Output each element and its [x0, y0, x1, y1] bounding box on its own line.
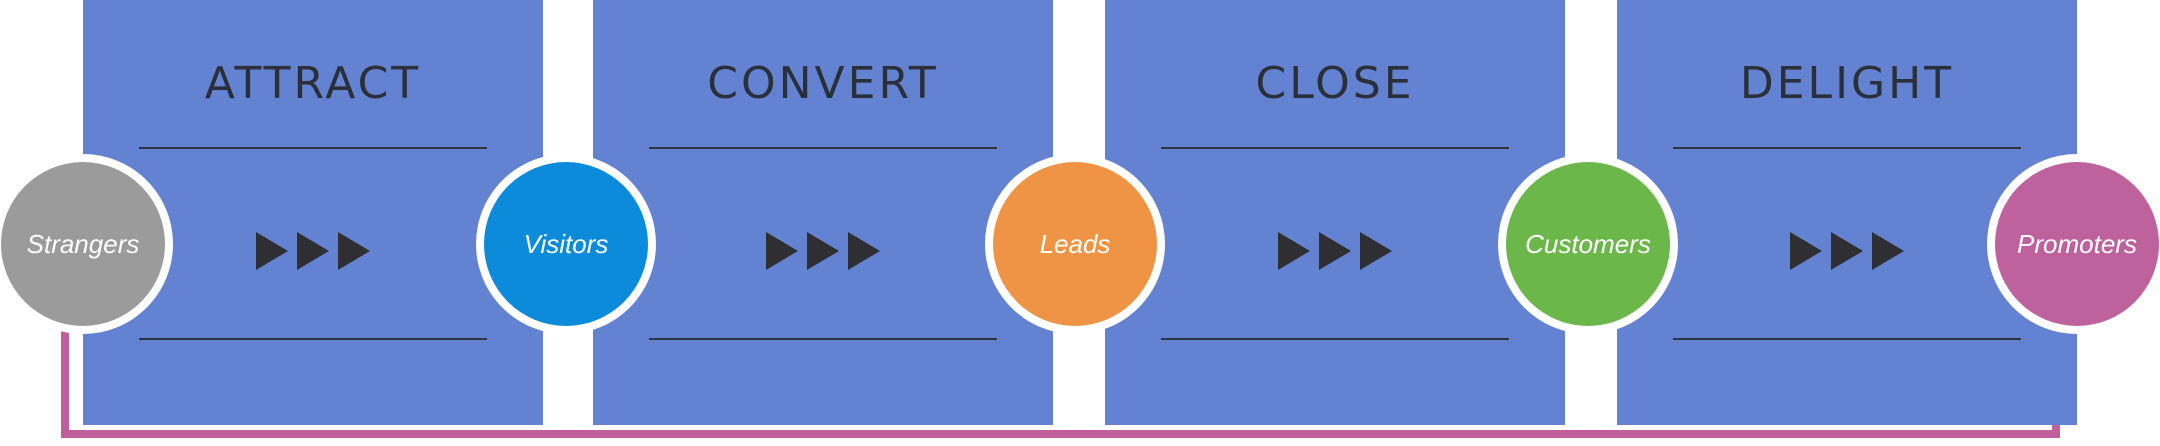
node-circle: Promoters	[1995, 162, 2159, 326]
triple-play-arrow-icon	[1105, 232, 1565, 272]
node-visitors: Visitors	[476, 154, 656, 334]
triple-play-arrow-icon	[1617, 232, 2077, 272]
stage-attract: ATTRACT	[83, 0, 543, 425]
divider-line	[649, 338, 997, 340]
node-circle: Customers	[1506, 162, 1670, 326]
node-customers: Customers	[1498, 154, 1678, 334]
stage-convert: CONVERT	[593, 0, 1053, 425]
stage-close: CLOSE	[1105, 0, 1565, 425]
divider-line	[649, 147, 997, 149]
node-label: Strangers	[26, 228, 140, 259]
node-label: Visitors	[523, 228, 609, 259]
triple-play-arrow-icon	[593, 232, 1053, 272]
stage-title: CLOSE	[1255, 58, 1415, 109]
node-circle: Strangers	[1, 162, 165, 326]
node-circle: Leads	[993, 162, 1157, 326]
divider-line	[1673, 338, 2021, 340]
stage-title: DELIGHT	[1739, 58, 1955, 109]
divider-line	[139, 338, 487, 340]
node-promoters: Promoters	[1987, 154, 2160, 334]
divider-line	[139, 147, 487, 149]
node-label: Promoters	[2017, 228, 2137, 259]
divider-line	[1161, 147, 1509, 149]
stage-title: ATTRACT	[204, 58, 422, 109]
node-label: Customers	[1525, 228, 1651, 259]
node-label: Leads	[1039, 228, 1111, 259]
stage-title: CONVERT	[707, 58, 939, 109]
node-leads: Leads	[985, 154, 1165, 334]
node-circle: Visitors	[484, 162, 648, 326]
node-strangers: Strangers	[0, 154, 173, 334]
divider-line	[1161, 338, 1509, 340]
triple-play-arrow-icon	[83, 232, 543, 272]
divider-line	[1673, 147, 2021, 149]
